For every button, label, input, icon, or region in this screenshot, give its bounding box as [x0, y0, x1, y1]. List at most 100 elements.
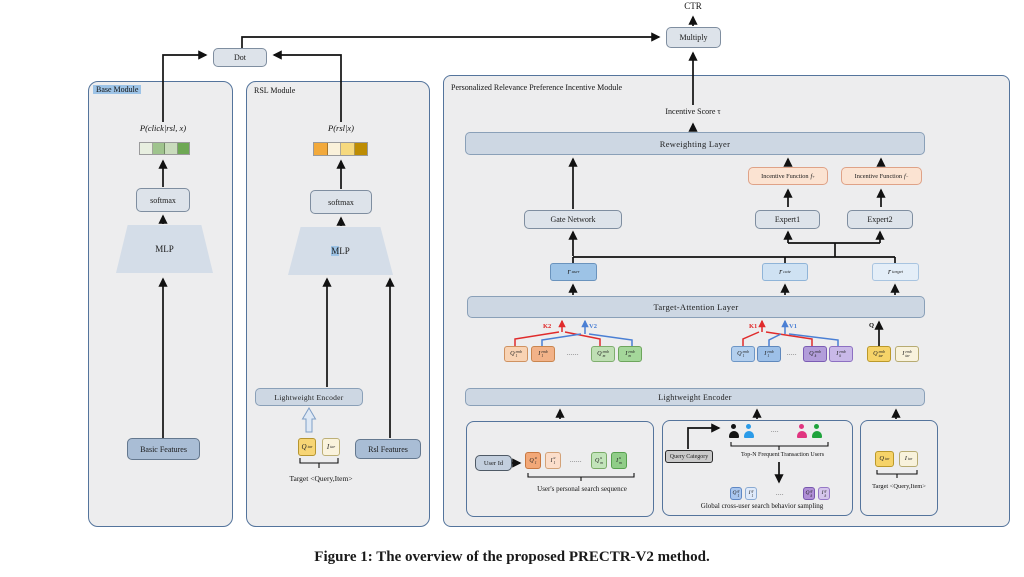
k2-label: K2 — [543, 323, 552, 330]
brace-lines — [299, 442, 918, 481]
bar-cell — [152, 143, 165, 154]
base-module-title-text: Base Module — [93, 85, 142, 94]
target-caption: Target <Query,Item> — [872, 483, 926, 490]
reweighting-layer-box: Reweighting Layer — [465, 132, 925, 155]
user-id-label: User Id — [483, 459, 504, 467]
v2-label: V2 — [589, 323, 597, 330]
base-mlp-trapezoid: MLP — [116, 225, 213, 273]
gate-network-box: Gate Network — [524, 210, 622, 229]
lightweight-encoder-box: Lightweight Encoder — [465, 388, 925, 406]
expert2-box: Expert2 — [847, 210, 913, 229]
ctr-label: CTR — [684, 1, 702, 11]
ellipsis: ...... — [567, 351, 579, 357]
v1-label: V1 — [789, 323, 797, 330]
bar-cell — [327, 143, 341, 155]
value-fork-lines — [541, 319, 839, 346]
base-probability-bar — [139, 142, 190, 155]
rsl-features-label: Rsl Features — [368, 444, 408, 454]
k1-label: K1 — [749, 323, 758, 330]
bar-cell — [354, 143, 367, 155]
query-category-label: Query Category — [669, 453, 709, 460]
base-module-title: Base Module — [93, 85, 142, 94]
bar-cell — [140, 143, 153, 154]
ellipsis: .... — [771, 428, 779, 434]
query-category-box: Query Category — [665, 450, 713, 463]
encoder-label: Lightweight Encoder — [274, 392, 344, 402]
mlp-label: MLP — [155, 244, 174, 254]
ellipsis: ...... — [570, 457, 582, 464]
bar-cell — [165, 143, 178, 154]
person-icon — [728, 424, 739, 438]
base-prob-label: P(click|rsl, x) — [139, 123, 187, 133]
bar-cell — [177, 143, 189, 154]
f-symbol: f — [904, 172, 906, 180]
minus-subscript: − — [905, 173, 909, 179]
black-plain-lines — [572, 242, 896, 263]
rsl-features-box: Rsl Features — [355, 439, 421, 459]
reweighting-label: Reweighting Layer — [659, 138, 731, 149]
rsl-mlp-trapezoid: MLP — [288, 227, 393, 275]
base-softmax-box: softmax — [136, 188, 190, 212]
figure-caption: Figure 1: The overview of the proposed P… — [314, 549, 710, 565]
rsl-prob-label: P(rsl|x) — [328, 123, 354, 133]
rsl-target-label: Target <Query,Item> — [289, 474, 353, 483]
ellipsis: .... — [776, 490, 784, 497]
incentive-fn-plus-text: Incentive Function — [761, 172, 809, 180]
incentive-score-label: Incentive Score τ — [665, 107, 721, 116]
plus-subscript: + — [812, 173, 815, 179]
basic-features-label: Basic Features — [140, 444, 187, 454]
black-arrow-lines — [158, 15, 901, 484]
bar-cell — [341, 143, 355, 155]
rsl-module-title: RSL Module — [254, 86, 296, 95]
rsl-softmax-box: softmax — [310, 190, 372, 214]
expert1-box: Expert1 — [755, 210, 820, 229]
top-n-users-label: Top-N Frequent Transaction Users — [740, 452, 825, 458]
mlp-label: MLP — [331, 246, 350, 256]
person-icon — [811, 424, 822, 438]
softmax-label: softmax — [328, 197, 354, 207]
hollow-up-arrow — [301, 407, 317, 433]
bar-cell — [314, 143, 328, 155]
q-label: Q — [869, 322, 875, 329]
incentive-module-title: Personalized Relevance Preference Incent… — [451, 83, 623, 92]
user-id-box: User Id — [475, 455, 512, 471]
mlp-highlighted-letter: M — [331, 246, 340, 256]
incentive-fn-minus-text: Incentive Function — [854, 172, 903, 180]
expert2-label: Expert2 — [867, 215, 893, 224]
multiply-label: Multiply — [679, 33, 708, 42]
rsl-lightweight-encoder-box: Lightweight Encoder — [255, 388, 363, 406]
person-icon — [796, 424, 807, 438]
global-sampling-caption: Global cross-user search behavior sampli… — [700, 502, 824, 510]
target-attention-label: Target-Attention Layer — [653, 302, 739, 312]
f-symbol: f — [810, 172, 813, 180]
user-sequence-caption: User's personal search sequence — [537, 485, 627, 493]
mlp-rest: LP — [339, 246, 350, 256]
target-attention-layer-box: Target-Attention Layer — [467, 296, 925, 318]
target-subpanel — [860, 420, 938, 516]
